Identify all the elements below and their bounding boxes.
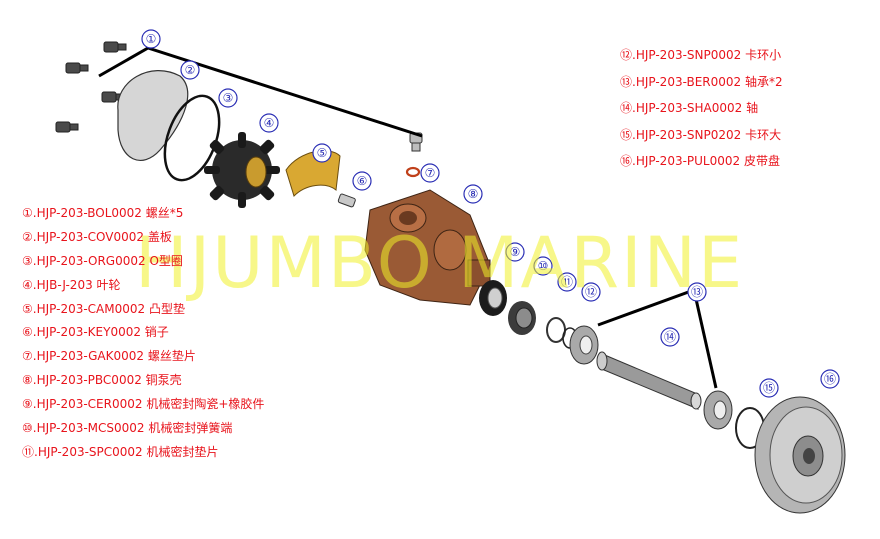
part-label-5: ⑤.HJP-203-CAM0002 凸型垫 bbox=[22, 301, 185, 316]
parts-list-right: ⑫.HJP-203-SNP0002 卡环小 ⑬.HJP-203-BER0002 … bbox=[620, 47, 783, 180]
svg-text:⑬: ⑬ bbox=[691, 285, 703, 299]
callout-12: ⑫ bbox=[581, 282, 601, 302]
callout-8: ⑧ bbox=[463, 184, 483, 204]
part-label-14: ⑭.HJP-203-SHA0002 轴 bbox=[620, 101, 759, 115]
part-label-12: ⑫.HJP-203-SNP0002 卡环小 bbox=[620, 48, 782, 62]
callout-9: ⑨ bbox=[505, 242, 525, 262]
part-label-4: ④.HJB-J-203 叶轮 bbox=[22, 277, 121, 292]
part-label-3: ③.HJP-203-ORG0002 O型圈 bbox=[22, 253, 183, 268]
callout-5: ⑤ bbox=[312, 143, 332, 163]
part-label-15: ⑮.HJP-203-SNP0202 卡环大 bbox=[620, 127, 782, 142]
bearing-1 bbox=[569, 325, 599, 365]
pulley bbox=[754, 396, 846, 514]
part-label-9: ⑨.HJP-203-CER0002 机械密封陶瓷+橡胶件 bbox=[22, 397, 265, 412]
svg-text:④: ④ bbox=[264, 116, 275, 130]
svg-text:③: ③ bbox=[223, 91, 234, 105]
callout-7: ⑦ bbox=[420, 163, 440, 183]
callout-4: ④ bbox=[259, 113, 279, 133]
svg-text:⑧: ⑧ bbox=[468, 187, 479, 201]
part-label-7: ⑦.HJP-203-GAK0002 螺丝垫片 bbox=[22, 349, 196, 364]
bearing-2 bbox=[703, 390, 733, 430]
screw-washer bbox=[405, 166, 421, 178]
svg-text:⑮: ⑮ bbox=[763, 381, 775, 395]
ceramic-seal bbox=[479, 280, 507, 316]
callouts: ① ② ③ ④ ⑤ ⑥ ⑦ ⑧ ⑨ ⑩ ⑪ ⑫ ⑬ ⑭ ⑮ ⑯ bbox=[141, 29, 840, 398]
parts-list-left: ①.HJP-203-BOL0002 螺丝*5 ②.HJP-203-COV0002… bbox=[22, 205, 264, 468]
svg-text:⑦: ⑦ bbox=[425, 166, 436, 180]
part-label-13: ⑬.HJP-203-BER0002 轴承*2 bbox=[620, 74, 783, 89]
part-label-11: ⑪.HJP-203-SPC0002 机械密封垫片 bbox=[22, 444, 219, 459]
callout-15: ⑮ bbox=[759, 378, 779, 398]
callout-6: ⑥ bbox=[352, 171, 372, 191]
part-label-2: ②.HJP-203-COV0002 盖板 bbox=[22, 229, 172, 244]
svg-text:⑭: ⑭ bbox=[664, 330, 676, 344]
callout-13: ⑬ bbox=[687, 282, 707, 302]
callout-1: ① bbox=[141, 29, 161, 49]
part-label-6: ⑥.HJP-203-KEY0002 销子 bbox=[22, 325, 169, 340]
cam bbox=[285, 150, 341, 197]
part-label-16: ⑯.HJP-203-PUL0002 皮带盘 bbox=[620, 154, 780, 168]
callout-11: ⑪ bbox=[557, 272, 577, 292]
callout-16: ⑯ bbox=[820, 369, 840, 389]
impeller bbox=[204, 132, 280, 208]
callout-3: ③ bbox=[218, 88, 238, 108]
svg-text:⑤: ⑤ bbox=[317, 146, 328, 160]
svg-text:⑯: ⑯ bbox=[824, 372, 836, 386]
shaft bbox=[596, 351, 702, 410]
watermark: HJUMBO MARINE bbox=[135, 222, 745, 304]
svg-text:①: ① bbox=[146, 32, 157, 46]
part-label-8: ⑧.HJP-203-PBC0002 铜泵壳 bbox=[22, 373, 182, 388]
svg-text:⑩: ⑩ bbox=[538, 259, 549, 273]
svg-text:⑥: ⑥ bbox=[357, 174, 368, 188]
cover-plate bbox=[117, 70, 189, 161]
spring-seal bbox=[508, 301, 536, 335]
part-label-10: ⑩.HJP-203-MCS0002 机械密封弹簧端 bbox=[22, 421, 233, 436]
svg-text:⑨: ⑨ bbox=[510, 245, 521, 259]
svg-text:⑫: ⑫ bbox=[585, 285, 597, 299]
callout-2: ② bbox=[180, 60, 200, 80]
callout-14: ⑭ bbox=[660, 327, 680, 347]
svg-text:②: ② bbox=[185, 63, 196, 77]
callout-10: ⑩ bbox=[533, 256, 553, 276]
svg-text:⑪: ⑪ bbox=[561, 275, 573, 289]
key bbox=[337, 193, 356, 208]
part-label-1: ①.HJP-203-BOL0002 螺丝*5 bbox=[22, 206, 184, 220]
bronze-pump-housing bbox=[364, 189, 491, 306]
